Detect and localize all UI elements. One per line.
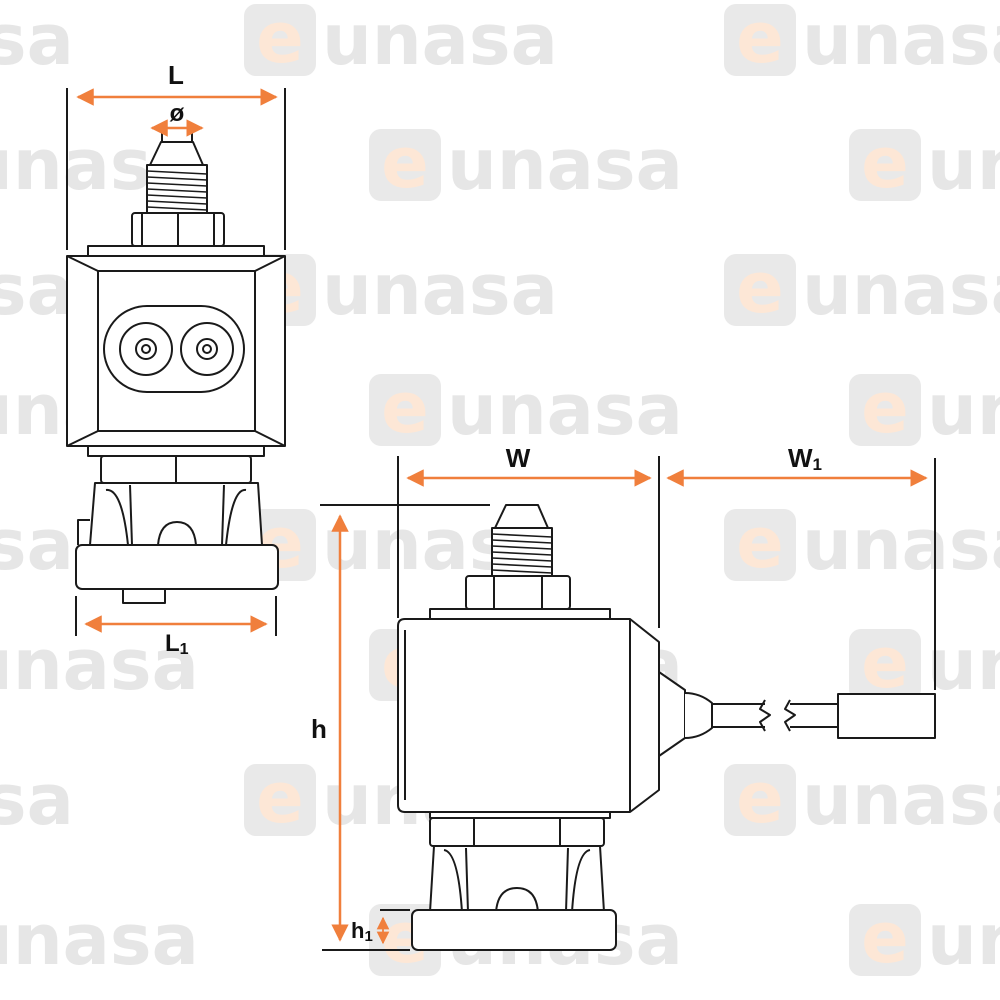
watermark-text: unasa: [322, 249, 558, 331]
watermark-e: e: [861, 367, 908, 449]
side-coil-body: [397, 618, 660, 813]
watermark-text: unasa: [0, 504, 74, 586]
side-lower-hex-nut: [429, 811, 611, 847]
cable-break-icon: [759, 699, 771, 732]
watermark-text: unasa: [802, 759, 1000, 841]
valve-base: [75, 544, 279, 590]
cable-gland: [658, 671, 686, 757]
side-top-plate: [429, 608, 611, 620]
outlet-stub: [122, 588, 166, 604]
watermark-e: e: [381, 367, 428, 449]
watermark-e: e: [861, 622, 908, 704]
side-valve-body: [411, 845, 617, 951]
watermark-e: e: [736, 247, 783, 329]
watermark-text: unasa: [927, 124, 1000, 206]
watermark-text: unasa: [927, 624, 1000, 706]
coil-body: [66, 255, 286, 447]
side-view: [320, 456, 936, 951]
watermark-text: unasa: [927, 899, 1000, 981]
watermark-text: unasa: [447, 369, 683, 451]
watermark-text: unasa: [0, 624, 199, 706]
dimension-labels: L ø L1 W W1 h h1: [165, 60, 822, 945]
watermark-e: e: [736, 757, 783, 839]
watermark-text: unasa: [927, 369, 1000, 451]
watermark-e: e: [736, 502, 783, 584]
label-W: W: [506, 443, 531, 473]
watermark-text: unasa: [0, 0, 74, 81]
watermark-e: e: [736, 0, 783, 79]
front-view: [66, 88, 286, 636]
lower-hex-nut: [87, 445, 265, 484]
watermark-text: unasa: [802, 504, 1000, 586]
watermark-text: unasa: [0, 249, 74, 331]
watermark-e: e: [256, 757, 303, 839]
top-plate: [87, 245, 265, 257]
watermark-text: unasa: [802, 0, 1000, 81]
watermark-text: unasa: [447, 124, 683, 206]
watermark-e: e: [861, 122, 908, 204]
cable-plug: [837, 693, 936, 739]
label-h1: h1: [351, 918, 373, 945]
side-top-hex-nut: [465, 575, 571, 610]
label-h: h: [311, 714, 327, 744]
label-W1: W1: [788, 443, 822, 474]
cable-assembly: [658, 671, 936, 757]
watermark-text: unasa: [0, 899, 199, 981]
watermark-text: unasa: [322, 0, 558, 81]
watermark-e: e: [256, 0, 303, 79]
watermark-e: e: [861, 897, 908, 979]
label-diameter: ø: [170, 100, 185, 127]
inlet-fitting: [146, 128, 208, 214]
valve-body: [75, 482, 279, 604]
watermark-text: unasa: [802, 249, 1000, 331]
side-inlet-fitting: [491, 504, 553, 577]
side-valve-base: [411, 909, 617, 951]
label-L: L: [168, 60, 184, 90]
watermark-e: e: [381, 122, 428, 204]
top-hex-nut: [131, 212, 225, 247]
label-L1: L1: [165, 630, 189, 658]
watermark-text: unasa: [0, 759, 74, 841]
